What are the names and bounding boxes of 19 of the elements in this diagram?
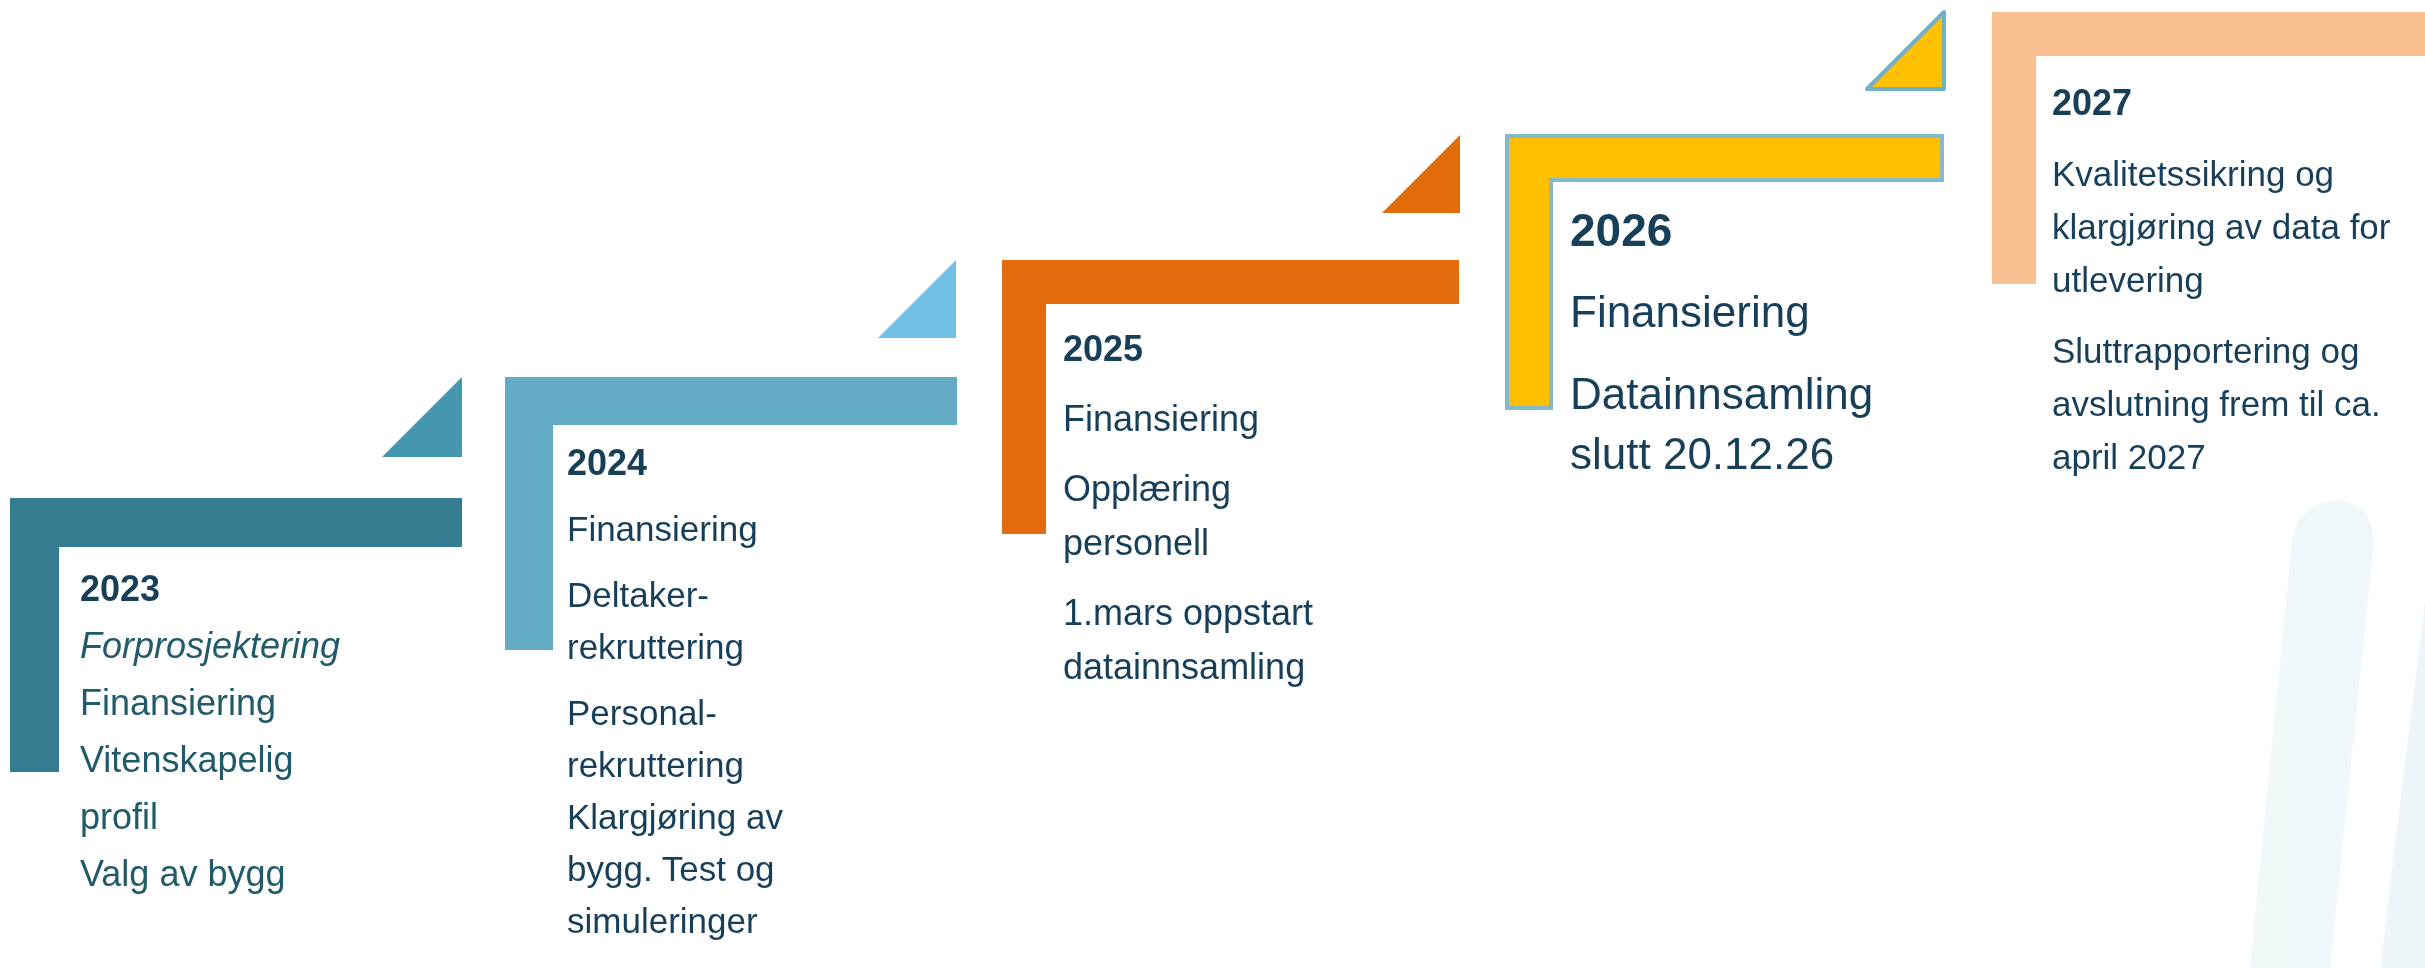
- year-heading: 2026: [1570, 203, 1674, 258]
- year-heading: 2023: [80, 567, 162, 611]
- step-text: Personal-rekruttering Klargjøring av bygg. Test og simuleringer: [567, 692, 784, 942]
- step-text: 1.mars oppstart datainnsamling: [1063, 591, 1315, 689]
- step-text: Kvalitetssikring og klargjøring av data for utlevering: [2052, 153, 2392, 301]
- step-text: Forprosjektering: [80, 624, 342, 668]
- step-text: Finansiering: [80, 681, 278, 725]
- step-text: Finansiering: [567, 508, 759, 550]
- step-text: Deltaker-rekruttering: [567, 574, 746, 668]
- step-text: Vitenskapelig profil: [80, 738, 295, 839]
- year-heading: 2024: [567, 441, 649, 485]
- step-text: Datainnsamling slutt 20.12.26: [1570, 368, 1875, 480]
- year-heading: 2025: [1063, 327, 1145, 371]
- step-text: Finansiering: [1063, 397, 1261, 441]
- step-text: Finansiering: [1570, 286, 1811, 338]
- year-heading: 2027: [2052, 81, 2134, 125]
- step-text: Valg av bygg: [80, 852, 287, 896]
- step-text: Opplæring personell: [1063, 467, 1233, 565]
- step-text: Sluttrapportering og avslutning frem til ca. april 2027: [2052, 330, 2382, 478]
